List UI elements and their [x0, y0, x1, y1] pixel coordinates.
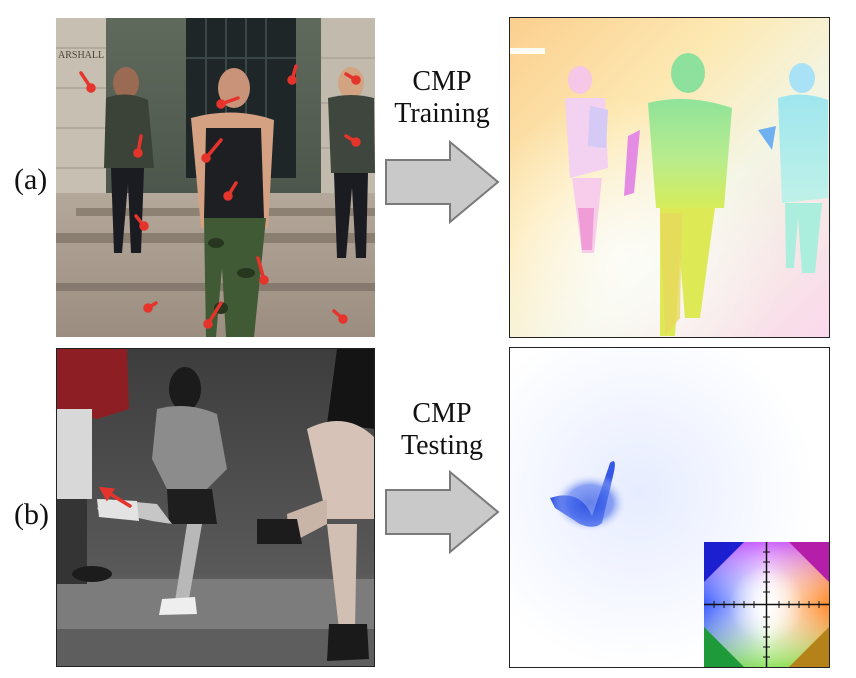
panel-b-flow-output: [509, 347, 830, 668]
dancers-studio-image: [57, 349, 374, 666]
flow-map-training: [510, 18, 829, 337]
training-arrow-label: CMP Training: [372, 66, 512, 130]
motion-blob: [550, 461, 628, 533]
testing-label-line1: CMP: [412, 398, 472, 429]
row-label-b: (b): [14, 498, 49, 531]
dancers-outdoor-image: ARSHALL: [56, 18, 375, 337]
testing-label-line2: Testing: [400, 430, 484, 461]
testing-arrow-label: CMP Testing: [372, 398, 512, 462]
panel-a-flow-output: [509, 17, 830, 338]
training-label-line2: Training: [394, 98, 490, 129]
sign-text: ARSHALL: [58, 50, 104, 61]
testing-arrow: [384, 470, 502, 554]
panel-b-input-frame: [56, 348, 375, 667]
flow-map-testing: [510, 348, 829, 667]
row-label-a: (a): [14, 163, 48, 196]
training-arrow: [384, 140, 502, 224]
guidance-arrow-sparse: [98, 486, 132, 508]
panel-a-input-frame: ARSHALL: [56, 18, 375, 337]
color-wheel-legend: [704, 542, 829, 667]
guidance-arrows: [79, 64, 361, 329]
training-label-line1: CMP: [412, 66, 472, 97]
